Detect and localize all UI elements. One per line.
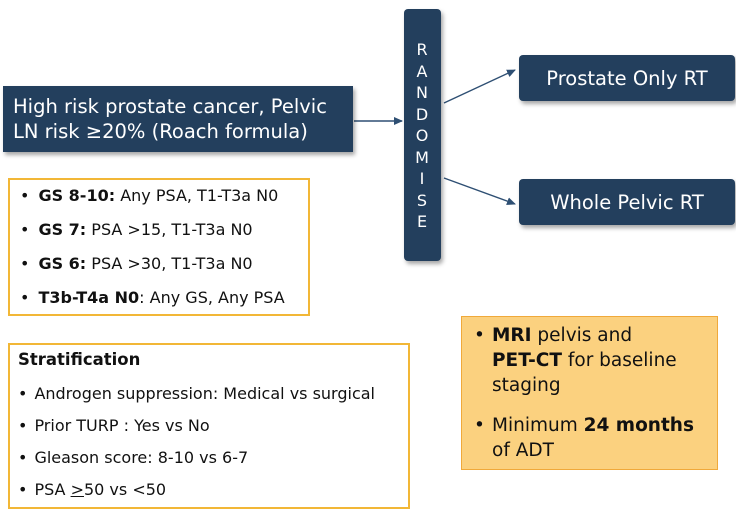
criteria-text: Any PSA, T1-T3a N0	[115, 186, 279, 205]
randomise-label: R A N D O M I S E	[404, 39, 441, 233]
staging-note-box: • MRI pelvis and PET-CT for baseline sta…	[461, 316, 718, 470]
arrow-to-prostate-only	[443, 69, 516, 104]
randomise-letter: E	[416, 212, 429, 231]
criteria-text: : Any GS, Any PSA	[139, 288, 285, 307]
stratification-item: Gleason score: 8-10 vs 6-7	[18, 448, 248, 467]
eligibility-line-2: LN risk ≥20% (Roach formula)	[13, 120, 308, 143]
criteria-text: PSA >15, T1-T3a N0	[86, 220, 253, 239]
psa-ge-symbol: >	[70, 480, 84, 499]
note-text: of ADT	[492, 440, 554, 461]
note-item: • Minimum 24 months of ADT	[474, 413, 710, 465]
arm-whole-pelvic-rt: Whole Pelvic RT	[519, 179, 735, 225]
note-item: • MRI pelvis and PET-CT for baseline sta…	[474, 323, 710, 399]
randomise-letter: R	[416, 40, 429, 59]
criteria-item: GS 8-10: Any PSA, T1-T3a N0	[20, 186, 278, 205]
criteria-item: GS 7: PSA >15, T1-T3a N0	[20, 220, 253, 239]
randomise-letter: I	[419, 169, 426, 188]
stratification-box: Stratification Androgen suppression: Med…	[8, 343, 410, 509]
criteria-item: T3b-T4a N0: Any GS, Any PSA	[20, 288, 285, 307]
criteria-bold: GS 6:	[38, 254, 87, 273]
criteria-bold: T3b-T4a N0	[38, 288, 140, 307]
arrow-to-whole-pelvic	[443, 177, 516, 206]
note-text: staging	[492, 375, 561, 396]
note-petct: PET-CT	[492, 350, 562, 371]
stratification-title: Stratification	[18, 350, 141, 369]
stratification-item: PSA >50 vs <50	[18, 480, 166, 499]
randomise-box: R A N D O M I S E	[404, 9, 441, 261]
stratification-item: Prior TURP : Yes vs No	[18, 416, 209, 435]
criteria-item: GS 6: PSA >30, T1-T3a N0	[20, 254, 253, 273]
criteria-bold: GS 8-10:	[38, 186, 116, 205]
note-bullet: •	[474, 415, 485, 436]
criteria-bold: GS 7:	[38, 220, 87, 239]
randomise-letter: A	[416, 61, 429, 81]
randomise-letter: O	[415, 126, 430, 145]
psa-prefix: PSA	[34, 480, 71, 499]
randomise-letter: D	[415, 104, 430, 124]
psa-suffix: 50 vs <50	[83, 480, 167, 499]
criteria-text: PSA >30, T1-T3a N0	[86, 254, 253, 273]
arm-prostate-only-rt: Prostate Only RT	[519, 55, 735, 101]
note-mri: MRI	[492, 325, 532, 346]
stratification-item: Androgen suppression: Medical vs surgica…	[18, 384, 375, 403]
note-bullet: •	[474, 325, 485, 346]
note-text: Minimum	[492, 415, 584, 436]
randomise-letter: M	[415, 147, 430, 167]
eligibility-line-1: High risk prostate cancer, Pelvic	[13, 95, 327, 118]
randomise-letter: N	[416, 83, 429, 102]
note-text: for baseline	[561, 350, 677, 371]
risk-criteria-box: GS 8-10: Any PSA, T1-T3a N0 GS 7: PSA >1…	[8, 178, 310, 316]
note-24-months: 24 months	[583, 415, 694, 436]
randomise-letter: S	[416, 190, 429, 210]
note-text: pelvis and	[531, 325, 633, 346]
eligibility-box: High risk prostate cancer, Pelvic LN ris…	[3, 86, 353, 152]
